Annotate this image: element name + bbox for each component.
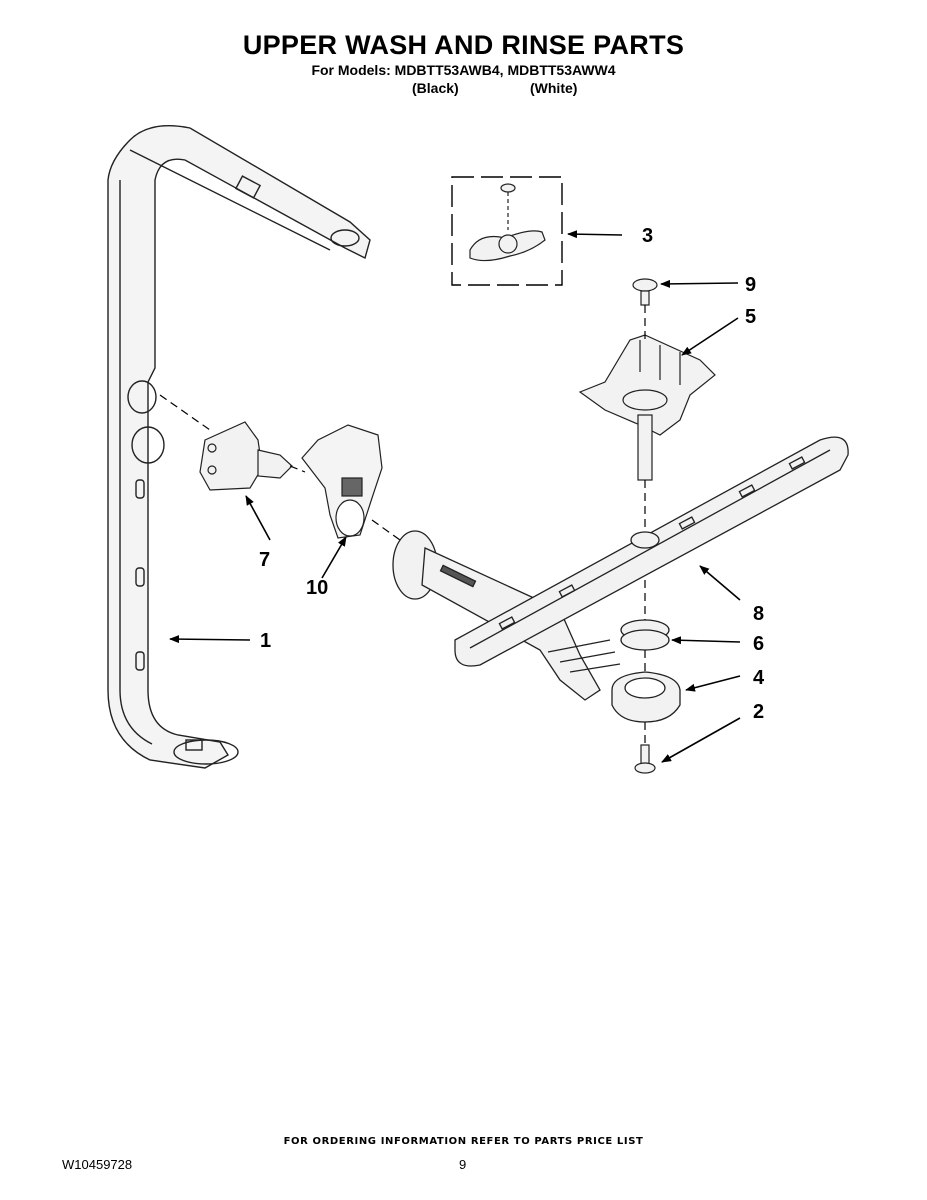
- leader-arrow-7: [245, 495, 271, 541]
- screw-part-9: [632, 278, 658, 306]
- page-title: UPPER WASH AND RINSE PARTS: [242, 30, 685, 60]
- leader-arrow-10: [321, 536, 347, 579]
- assembly-alignment-lines: [159, 305, 646, 745]
- callout-8: 8: [753, 603, 764, 625]
- detail-box-part-3: [451, 176, 563, 286]
- leader-arrow-4: [685, 675, 741, 692]
- callout-6: 6: [753, 633, 764, 655]
- leader-arrow-9: [660, 279, 739, 288]
- leader-arrow-8: [699, 565, 741, 601]
- supply-tube-part: [107, 125, 371, 769]
- leader-arrow-2: [661, 717, 741, 763]
- page-number: 9: [459, 1157, 467, 1172]
- leader-arrow-3: [567, 230, 623, 239]
- callout-5: 5: [745, 306, 756, 328]
- document-number: W10459728: [62, 1157, 133, 1172]
- callout-3: 3: [642, 225, 653, 247]
- hub-part-4: [611, 671, 681, 723]
- ring-part-6: [620, 619, 670, 651]
- callout-7: 7: [259, 549, 270, 571]
- ordering-info-note: FOR ORDERING INFORMATION REFER TO PARTS …: [283, 1136, 644, 1147]
- model-numbers: For Models: MDBTT53AWB4, MDBTT53AWW4: [311, 62, 616, 78]
- leader-arrow-5: [681, 317, 739, 356]
- callout-4: 4: [753, 667, 765, 689]
- leader-arrow-6: [671, 636, 741, 645]
- callout-1: 1: [260, 630, 271, 652]
- leader-arrow-1: [169, 635, 251, 644]
- model-color-black: (Black): [412, 80, 459, 96]
- bolt-part-2: [634, 744, 656, 774]
- bracket-part-10: [301, 424, 383, 539]
- fitting-part-7: [199, 421, 293, 491]
- spray-arm-part-8: [392, 436, 849, 701]
- callout-labels: 3 9 5 7 10 1 8 6 4 2: [259, 225, 765, 723]
- callout-2: 2: [753, 701, 764, 723]
- model-color-white: (White): [530, 80, 578, 96]
- callout-9: 9: [745, 274, 756, 296]
- manifold-part-5: [578, 334, 716, 481]
- leader-arrows: [169, 230, 741, 763]
- callout-10: 10: [306, 577, 328, 599]
